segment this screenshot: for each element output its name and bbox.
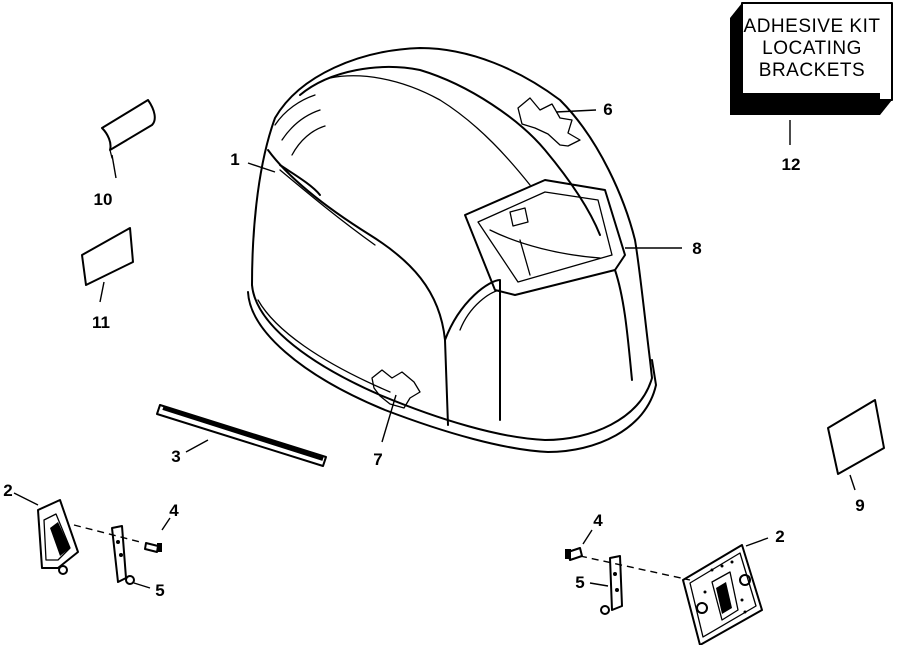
leader-2-left (13, 492, 39, 506)
part-10-sticker (101, 99, 156, 159)
callout-9: 9 (855, 496, 864, 515)
callout-7: 7 (373, 450, 382, 469)
callout-5-right: 5 (575, 573, 584, 592)
leader-7 (381, 394, 397, 443)
kit-label-line1: ADHESIVE KIT (744, 16, 881, 37)
leader-1 (247, 162, 276, 173)
leader-10 (111, 154, 117, 179)
right-bracket-assembly (565, 544, 763, 645)
right-dash-line (579, 555, 691, 581)
left-dash-line (73, 524, 141, 543)
leader-6 (555, 109, 597, 113)
callout-1: 1 (230, 150, 239, 169)
leader-4-right (582, 529, 593, 545)
callout-12: 12 (782, 155, 801, 174)
callout-8: 8 (692, 239, 701, 258)
leader-5-left (133, 582, 151, 589)
callout-4-right: 4 (593, 511, 603, 530)
callout-11: 11 (92, 313, 110, 332)
leader-4-left (161, 517, 171, 531)
adhesive-kit-box: ADHESIVE KIT LOCATING BRACKETS (730, 2, 893, 115)
callout-2-left: 2 (3, 481, 12, 500)
part-11-sticker (81, 227, 134, 286)
engine-cowl (247, 47, 657, 453)
leader-3 (185, 439, 209, 453)
callout-10: 10 (94, 190, 113, 209)
callout-6: 6 (603, 100, 612, 119)
left-bracket-assembly (37, 499, 162, 585)
callout-2-right: 2 (775, 527, 784, 546)
part-9-sticker (827, 399, 885, 475)
leader-2-right (745, 537, 769, 547)
part-3-seal-strip (156, 404, 327, 467)
leader-9 (849, 474, 856, 491)
leader-11 (99, 281, 105, 303)
kit-label-line3: BRACKETS (759, 60, 865, 81)
callout-4-left: 4 (169, 501, 179, 520)
kit-label-line2: LOCATING (762, 38, 862, 59)
leader-5-right (589, 582, 609, 587)
callout-5-left: 5 (155, 581, 164, 600)
callout-3: 3 (171, 447, 180, 466)
